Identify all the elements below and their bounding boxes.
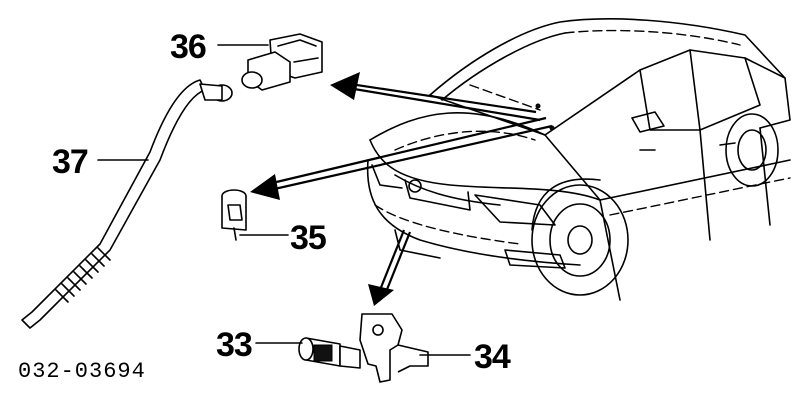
callout-35: 35 bbox=[290, 219, 326, 257]
car-illustration bbox=[366, 18, 791, 301]
part-36-connector[interactable] bbox=[241, 33, 323, 91]
callout-33: 33 bbox=[216, 326, 252, 364]
leader-arrows bbox=[250, 72, 553, 306]
part-34-bracket[interactable] bbox=[359, 313, 429, 383]
part-35-nozzle[interactable] bbox=[221, 189, 247, 241]
callout-36: 36 bbox=[170, 28, 206, 66]
part-33-sensor[interactable] bbox=[298, 337, 361, 369]
reference-code: 032-03694 bbox=[18, 359, 146, 384]
callout-34: 34 bbox=[474, 338, 511, 376]
part-37-hose[interactable] bbox=[21, 79, 233, 329]
callout-37: 37 bbox=[52, 143, 88, 181]
